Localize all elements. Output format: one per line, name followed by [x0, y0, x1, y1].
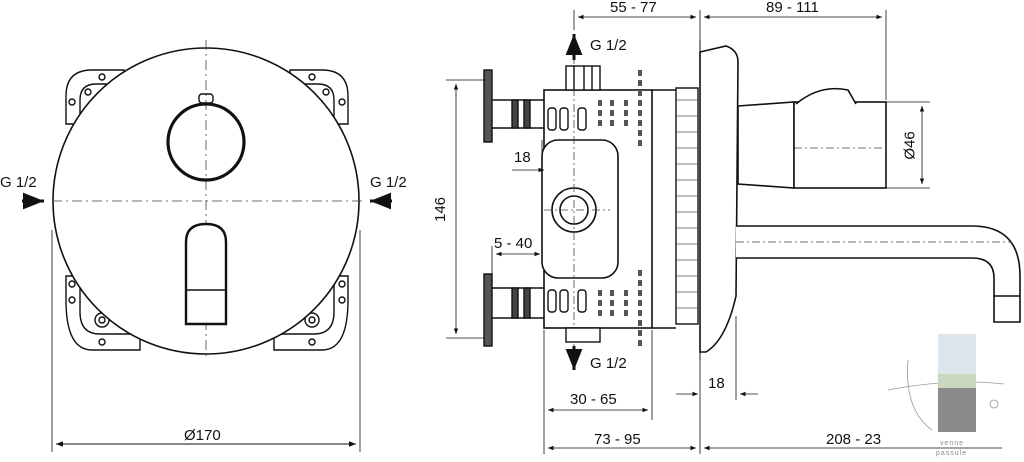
front-left-thread-label: G 1/2: [0, 174, 37, 191]
flange-bottom: [483, 273, 493, 347]
dim-top-left-label: 55 - 77: [610, 0, 657, 16]
cover-plate-profile: [699, 45, 739, 353]
dim-height-label: 146: [432, 196, 450, 223]
dim-plate-label: 18: [708, 375, 725, 392]
dim-depth-small-label: 18: [514, 149, 531, 166]
side-bottom-thread-label: G 1/2: [590, 355, 627, 372]
front-right-thread-label: G 1/2: [370, 174, 407, 191]
side-top-thread-label: G 1/2: [590, 37, 627, 54]
flange-top: [483, 69, 493, 143]
mounting-bracket-bottom-right: [273, 275, 349, 351]
watermark-text-2: passule: [936, 450, 968, 457]
dim-body-depth-label: 30 - 65: [570, 391, 617, 408]
side-view: [446, 10, 1021, 454]
dim-bottom-left-label: 73 - 95: [594, 431, 641, 448]
sensor-housing: [737, 101, 795, 189]
watermark-text-1: venne: [940, 440, 965, 447]
dim-top-right-label: 89 - 111: [766, 0, 819, 16]
dim-bottom-right-label: 208 - 23: [826, 431, 882, 448]
sensor-knob: [166, 102, 246, 182]
watermark-graphic: [887, 334, 1005, 432]
mounting-bracket-top-left: [65, 69, 125, 125]
threaded-sleeve: [675, 87, 699, 325]
mounting-bracket-top-right: [289, 69, 349, 125]
dim-spout-diameter-label: Ø46: [901, 131, 919, 160]
front-diameter-label: Ø170: [184, 427, 221, 444]
dim-adjust-label: 5 - 40: [494, 235, 533, 252]
spout: [736, 225, 1021, 323]
front-view: [22, 40, 392, 452]
spout-front: [184, 222, 228, 326]
mounting-bracket-bottom-left: [65, 275, 141, 351]
